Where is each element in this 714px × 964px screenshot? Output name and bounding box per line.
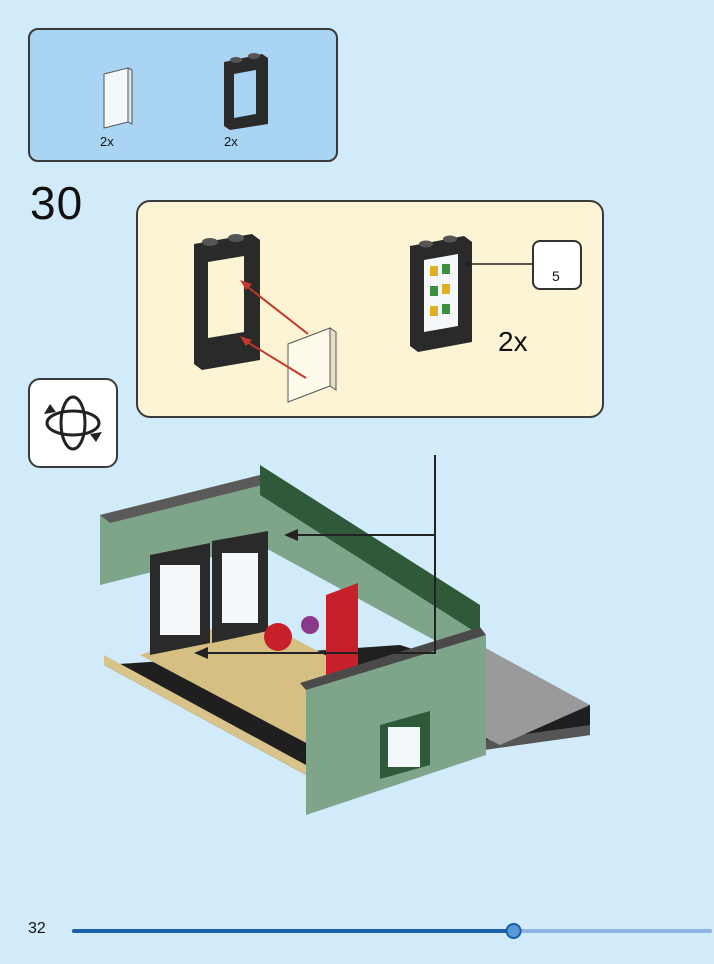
submodel-quantity: 2x [498,326,528,357]
glass-pane-part-icon [103,67,133,129]
parts-list-panel: 2x 2x [28,28,338,162]
page-number: 32 [28,920,46,937]
parts-quantity-glass: 2x [100,134,114,149]
step-number: 30 [30,177,84,229]
parts-quantity-frame: 2x [224,134,238,149]
finished-window-diagram [410,235,472,352]
progress-marker [505,923,522,939]
window-assembly-diagram [194,234,337,403]
progress-bar [72,923,712,939]
building-model-diagram [100,455,590,815]
progress-fill [72,929,514,933]
rotate-model-icon [28,378,118,468]
submodel-callout: 5 2x [136,200,604,418]
window-frame-part-icon [224,53,268,130]
sticker-leader-line [466,261,532,267]
sticker-icon: 5 [532,240,582,290]
sticker-number: 5 [552,268,560,284]
